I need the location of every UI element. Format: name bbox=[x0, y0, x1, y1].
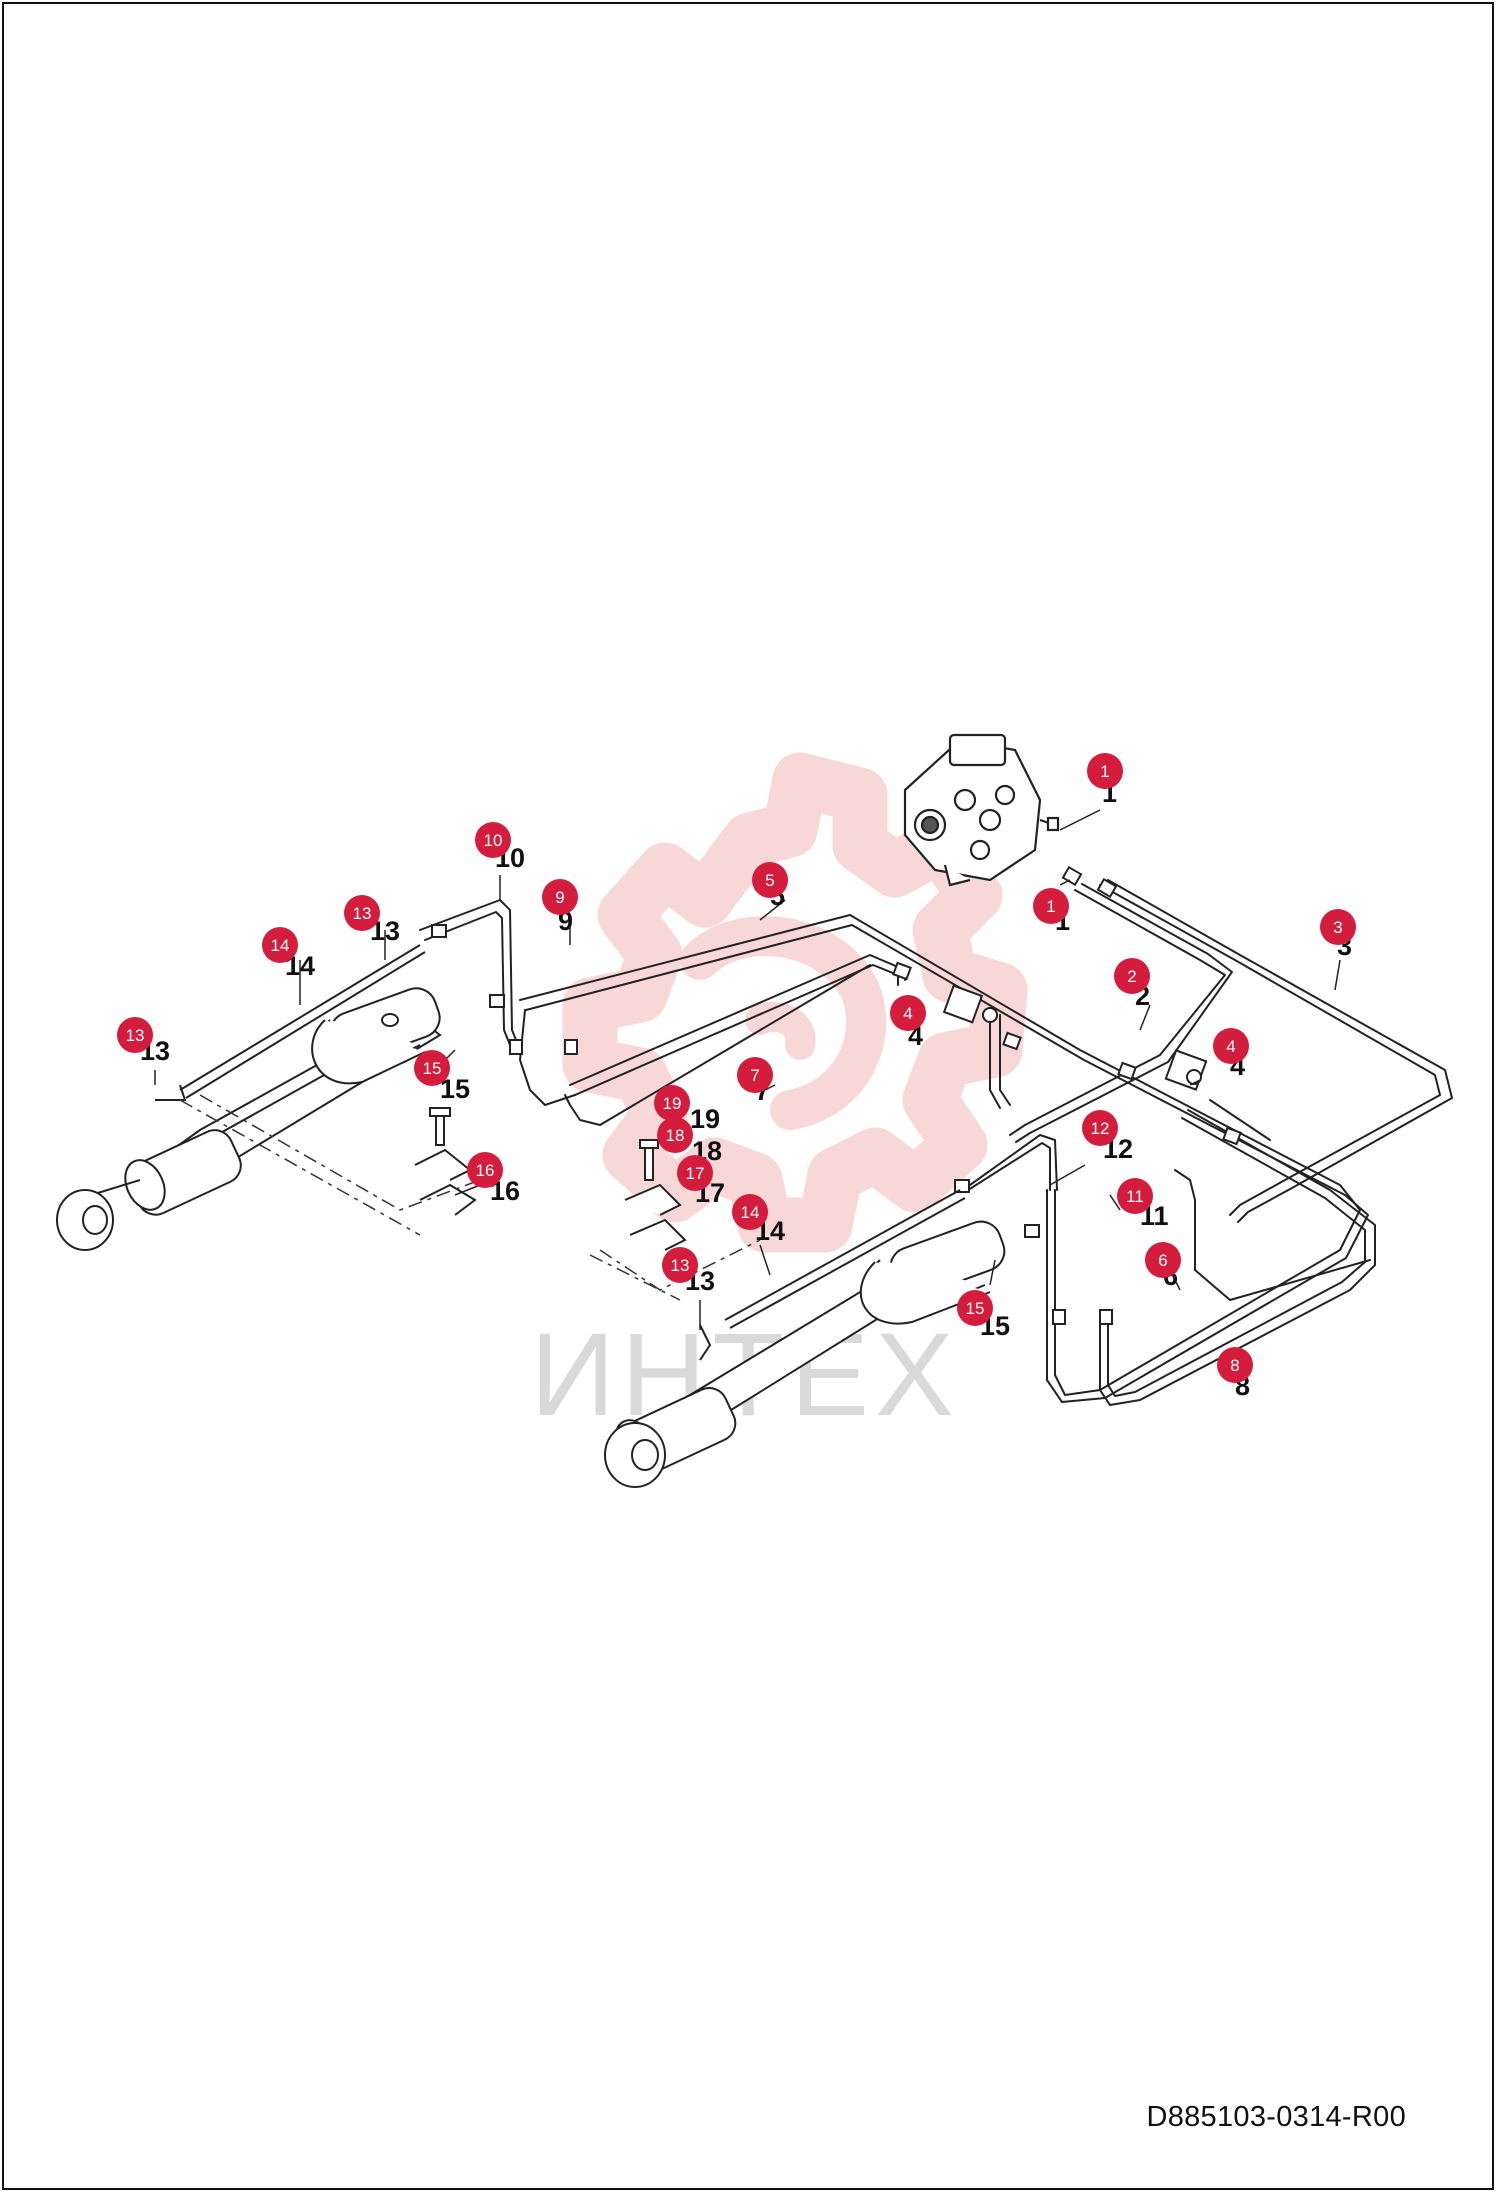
svg-text:13: 13 bbox=[353, 904, 372, 923]
callout-badge: 11 bbox=[1117, 1178, 1153, 1214]
callout-badge: 15 bbox=[414, 1050, 450, 1086]
svg-text:9: 9 bbox=[555, 888, 564, 907]
callout-number: 19 bbox=[690, 1104, 720, 1134]
svg-text:3: 3 bbox=[1333, 918, 1342, 937]
callout-badge: 15 bbox=[957, 1290, 993, 1326]
callout-badge: 13 bbox=[344, 895, 380, 931]
drawing-code: D885103-0314-R00 bbox=[1146, 2101, 1406, 2133]
svg-text:2: 2 bbox=[1127, 967, 1136, 986]
callout-badge: 4 bbox=[890, 995, 926, 1031]
svg-text:19: 19 bbox=[663, 1094, 682, 1113]
clamps-and-bolts bbox=[414, 1107, 687, 1251]
control-valve bbox=[903, 733, 1060, 887]
svg-text:7: 7 bbox=[750, 1066, 759, 1085]
watermark-gear-logo bbox=[562, 752, 1028, 1253]
svg-text:6: 6 bbox=[1158, 1251, 1167, 1270]
callout-badge: 3 bbox=[1320, 909, 1356, 945]
callout-badge: 1 bbox=[1033, 888, 1069, 924]
svg-text:17: 17 bbox=[686, 1164, 705, 1183]
svg-text:15: 15 bbox=[423, 1059, 442, 1078]
callout-badge: 7 bbox=[737, 1057, 773, 1093]
callout-badge: 6 bbox=[1145, 1242, 1181, 1278]
callout-badge: 13 bbox=[662, 1247, 698, 1283]
callout-badge: 12 bbox=[1082, 1110, 1118, 1146]
svg-text:8: 8 bbox=[1230, 1356, 1239, 1375]
callout-badge: 14 bbox=[732, 1194, 768, 1230]
leader-lines bbox=[154, 809, 1341, 1376]
svg-text:13: 13 bbox=[126, 1026, 145, 1045]
svg-text:4: 4 bbox=[1226, 1037, 1235, 1056]
callout-badge: 16 bbox=[467, 1152, 503, 1188]
right-cylinder bbox=[604, 1220, 1006, 1488]
callout-badge: 1 bbox=[1087, 753, 1123, 789]
svg-text:5: 5 bbox=[765, 871, 774, 890]
svg-text:14: 14 bbox=[271, 936, 290, 955]
left-cylinder bbox=[56, 987, 442, 1251]
svg-text:4: 4 bbox=[903, 1004, 912, 1023]
svg-text:12: 12 bbox=[1091, 1119, 1110, 1138]
svg-text:1: 1 bbox=[1100, 762, 1109, 781]
hose-14-left bbox=[155, 944, 426, 1101]
callout-badge: 2 bbox=[1114, 958, 1150, 994]
callout-badge: 14 bbox=[262, 927, 298, 963]
svg-text:15: 15 bbox=[966, 1299, 985, 1318]
callout-badge: 8 bbox=[1217, 1347, 1253, 1383]
callout-badge: 19 bbox=[654, 1085, 690, 1121]
hose-14-right bbox=[699, 1189, 966, 1361]
svg-text:18: 18 bbox=[666, 1126, 685, 1145]
svg-text:14: 14 bbox=[741, 1203, 760, 1222]
callout-badge: 9 bbox=[542, 879, 578, 915]
svg-text:10: 10 bbox=[484, 831, 503, 850]
callout-badge: 5 bbox=[752, 862, 788, 898]
fittings bbox=[431, 865, 1242, 1325]
pipe-lines bbox=[419, 879, 1453, 1406]
svg-text:13: 13 bbox=[671, 1256, 690, 1275]
callout-badge: 17 bbox=[677, 1155, 713, 1191]
callout-badge: 4 bbox=[1213, 1028, 1249, 1064]
svg-text:1: 1 bbox=[1046, 897, 1055, 916]
callout-badges: 1 1 2 3 4 4 5 6 7 8 9 10 11 12 13 13 13 … bbox=[117, 753, 1356, 1383]
svg-text:11: 11 bbox=[1126, 1187, 1144, 1206]
dash-lines bbox=[179, 1094, 761, 1301]
svg-text:16: 16 bbox=[476, 1161, 495, 1180]
callout-badge: 13 bbox=[117, 1017, 153, 1053]
callout-badge: 18 bbox=[657, 1117, 693, 1153]
callout-badge: 10 bbox=[475, 822, 511, 858]
